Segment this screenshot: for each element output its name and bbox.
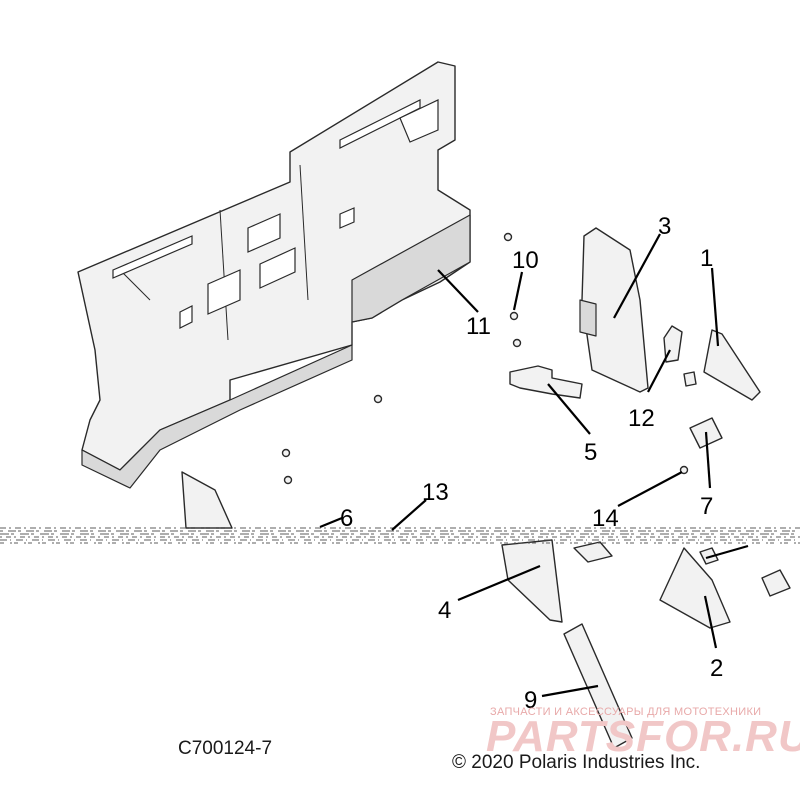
lower-blocks	[573, 541, 613, 563]
callout-11: 11	[466, 313, 491, 340]
callout-9: 9	[524, 687, 537, 714]
part-4-panel	[501, 539, 563, 623]
scan-noise-band	[0, 527, 800, 544]
side-trim-left	[181, 471, 233, 529]
callout-7: 7	[700, 493, 713, 520]
leader-lines	[319, 233, 749, 698]
copyright-notice: © 2020 Polaris Industries Inc.	[452, 752, 701, 773]
fasteners	[281, 232, 689, 485]
part-1-wedge	[703, 329, 761, 401]
callout-12: 12	[628, 405, 655, 432]
watermark-subtitle: ЗАПЧАСТИ И АКСЕССУАРЫ ДЛЯ МОТОТЕХНИКИ	[490, 706, 762, 718]
rear-panel-assembly	[77, 61, 471, 489]
callout-3: 3	[658, 213, 671, 240]
part-5-blocks	[509, 365, 583, 399]
callout-4: 4	[438, 597, 451, 624]
callout-1: 1	[700, 245, 713, 272]
callout-6: 6	[340, 505, 353, 532]
part-2-wedge	[659, 547, 731, 629]
callout-labels: 1 2 3 4 5 6 7 9 10 11 12 13 14	[340, 213, 723, 714]
callout-14: 14	[592, 505, 619, 532]
drawing-id: C700124-7	[178, 738, 273, 759]
callout-13: 13	[422, 479, 449, 506]
callout-2: 2	[710, 655, 723, 682]
callout-5: 5	[584, 439, 597, 466]
watermark-brand: PARTSFOR.RU	[486, 712, 800, 761]
callout-10: 10	[512, 247, 539, 274]
